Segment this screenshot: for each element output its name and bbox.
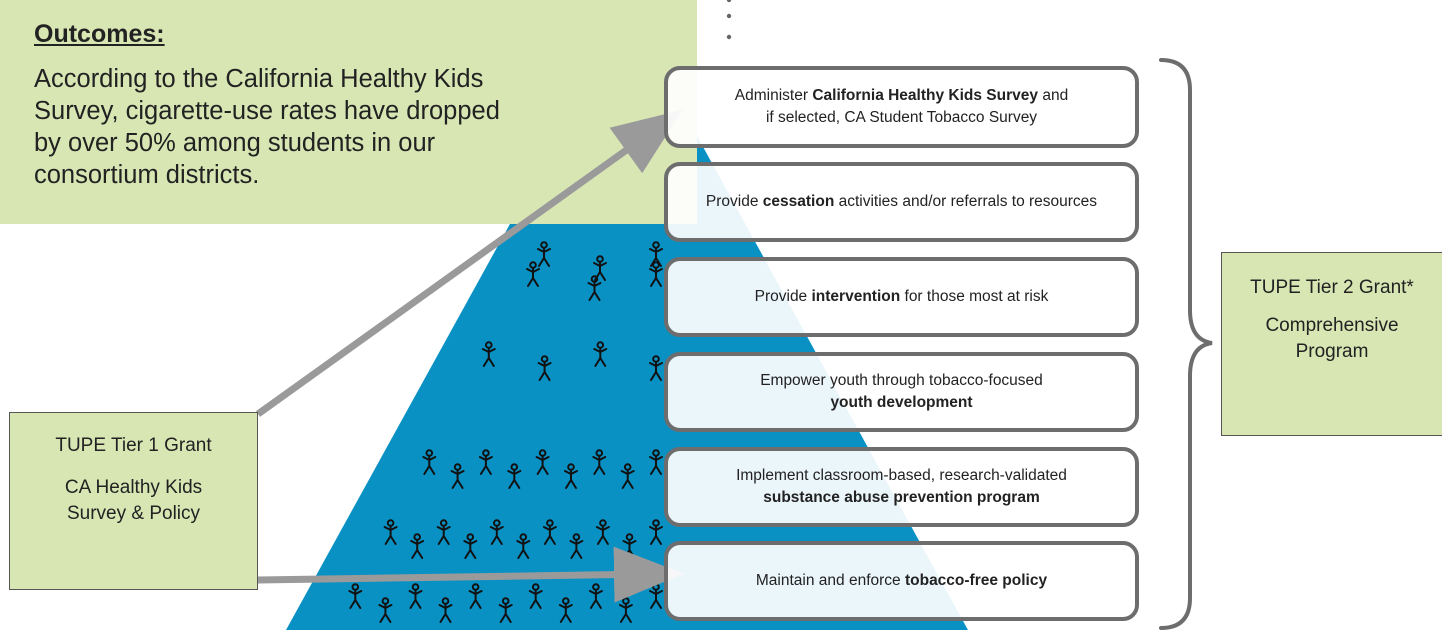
tier1-subtitle-line: CA Healthy Kids bbox=[64, 477, 203, 498]
tier1-box: TUPE Tier 1 Grant CA Healthy Kids Survey… bbox=[9, 412, 258, 590]
stick-figure-icon bbox=[587, 275, 602, 301]
stick-figure-icon bbox=[593, 255, 607, 281]
stick-figure-icon bbox=[378, 597, 393, 623]
stick-figure-icon bbox=[537, 241, 551, 267]
stick-figure-icon bbox=[410, 533, 425, 559]
stick-figure-icon bbox=[537, 355, 552, 381]
stick-figure-icon bbox=[383, 519, 398, 545]
activity-line: Maintain and enforce tobacco-free policy bbox=[755, 572, 1048, 589]
stick-figure-icon bbox=[526, 261, 540, 287]
activity-box-cessation: Provide cessation activities and/or refe… bbox=[664, 162, 1139, 242]
activity-line: youth development bbox=[830, 394, 973, 411]
outcomes-box: Outcomes: According to the California He… bbox=[0, 0, 697, 224]
stick-figure-icon bbox=[620, 463, 635, 489]
stick-figure-icon bbox=[592, 449, 607, 475]
outcomes-line: According to the California Healthy Kids bbox=[34, 65, 484, 93]
stick-figure-icon bbox=[498, 597, 513, 623]
stick-figure-icon bbox=[450, 463, 465, 489]
stick-figure-icon bbox=[516, 533, 531, 559]
outcomes-line: Survey, cigarette-use rates have dropped bbox=[34, 97, 500, 125]
stick-figure-icon bbox=[649, 355, 663, 381]
tier1-subtitle-line: Survey & Policy bbox=[66, 503, 201, 524]
stick-figure-icon bbox=[478, 449, 493, 475]
activity-box-intervention: Provide intervention for those most at r… bbox=[664, 257, 1139, 337]
activity-line: if selected, CA Student Tobacco Survey bbox=[765, 109, 1038, 126]
activity-line: substance abuse prevention program bbox=[763, 489, 1040, 506]
stick-figure-icon bbox=[463, 533, 478, 559]
stick-figure-icon bbox=[542, 519, 557, 545]
stick-figure-icon bbox=[507, 463, 522, 489]
stick-figure-icon bbox=[481, 341, 496, 367]
tier2-title: TUPE Tier 2 Grant* bbox=[1250, 277, 1414, 298]
activity-line: Provide intervention for those most at r… bbox=[754, 288, 1049, 305]
stick-figure-icon bbox=[348, 583, 363, 609]
outcomes-title: Outcomes: bbox=[34, 20, 165, 48]
activity-line: Administer California Healthy Kids Surve… bbox=[734, 87, 1069, 104]
stick-figure-icon bbox=[558, 597, 573, 623]
stick-figure-icon bbox=[649, 449, 663, 475]
activity-line: Provide cessation activities and/or refe… bbox=[705, 193, 1098, 210]
tier1-title: TUPE Tier 1 Grant bbox=[55, 435, 212, 456]
stick-figure-icon bbox=[649, 519, 663, 545]
stick-figure-icon bbox=[649, 261, 663, 287]
stick-figure-icon bbox=[489, 519, 504, 545]
activity-line: Implement classroom-based, research-vali… bbox=[736, 467, 1067, 484]
stick-figure-icon bbox=[422, 449, 437, 475]
stick-figure-icon bbox=[535, 449, 550, 475]
stick-figure-icon bbox=[438, 597, 453, 623]
stick-figure-icon bbox=[569, 533, 584, 559]
continuation-dots bbox=[726, 0, 732, 40]
stick-figure-icon bbox=[622, 533, 637, 559]
stick-figure-icon bbox=[593, 341, 608, 367]
stick-figure-icon bbox=[588, 583, 603, 609]
outcomes-line: by over 50% among students in our bbox=[34, 129, 436, 157]
activity-box-tobacco-free-policy: Maintain and enforce tobacco-free policy bbox=[664, 541, 1139, 621]
right-brace-icon bbox=[1159, 58, 1213, 630]
tier2-box: TUPE Tier 2 Grant* Comprehensive Program bbox=[1221, 252, 1442, 436]
outcomes-line: consortium districts. bbox=[34, 161, 260, 189]
activity-line: Empower youth through tobacco-focused bbox=[760, 372, 1043, 389]
arrow-icon bbox=[255, 109, 683, 417]
activity-box-youth-development: Empower youth through tobacco-focused yo… bbox=[664, 352, 1139, 432]
stick-figure-icon bbox=[595, 519, 610, 545]
activity-box-survey: Administer California Healthy Kids Surve… bbox=[664, 66, 1139, 148]
stick-figure-icon bbox=[564, 463, 578, 489]
stick-figure-icon bbox=[436, 519, 451, 545]
stick-figure-icon bbox=[468, 583, 483, 609]
tier2-subtitle-line: Program bbox=[1295, 341, 1369, 362]
tier2-subtitle-line: Comprehensive bbox=[1265, 315, 1399, 336]
outcomes-text: According to the California Healthy Kids… bbox=[34, 63, 554, 191]
stick-figure-icon bbox=[649, 241, 663, 267]
activity-box-prevention-program: Implement classroom-based, research-vali… bbox=[664, 447, 1139, 527]
stick-figure-icon bbox=[528, 583, 543, 609]
arrow-icon bbox=[257, 546, 684, 603]
stick-figure-icon bbox=[408, 583, 423, 609]
